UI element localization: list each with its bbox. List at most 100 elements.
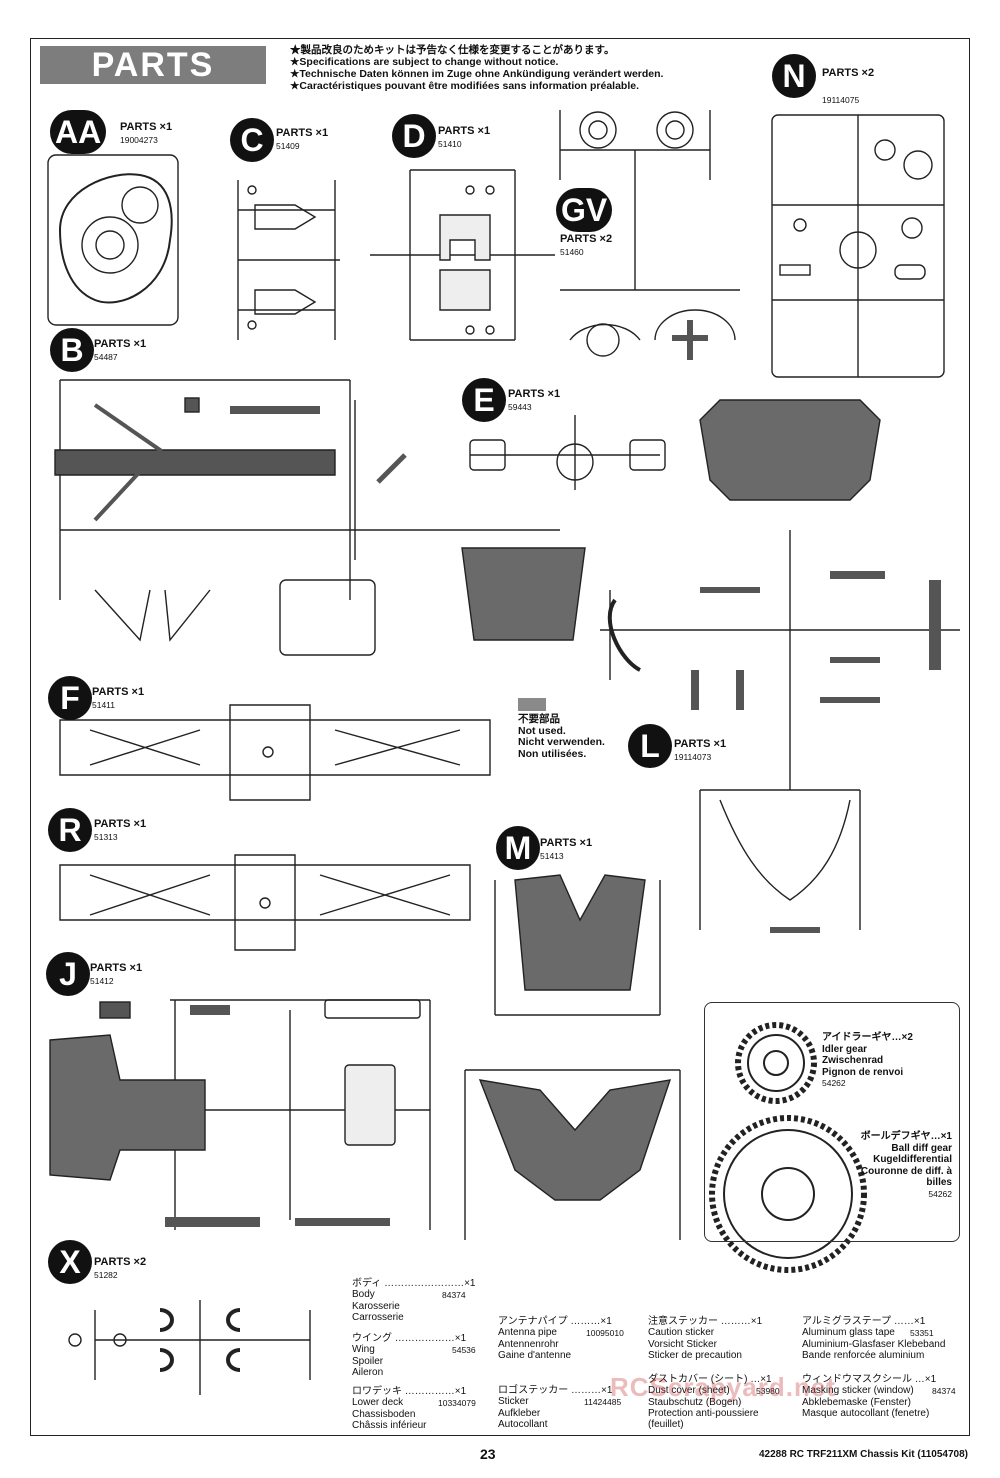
acc-line: Protection anti-poussiere: [648, 1407, 759, 1419]
acc-line: ボディ ……………………×1: [352, 1278, 476, 1289]
gear-cover-part: [47, 154, 179, 326]
sprue-badge-f: F: [48, 676, 92, 720]
acc-line: Karosserie: [352, 1300, 400, 1312]
sprue-qty-m: PARTS ×1: [540, 837, 593, 849]
acc-line: Masque autocollant (fenetre): [802, 1407, 930, 1419]
gear-line: Kugeldifferential: [873, 1154, 952, 1165]
sprue-code-f: 51411: [92, 700, 116, 710]
gear-line: ボールデフギヤ…×1: [860, 1131, 952, 1142]
accessory-masking-sticker: ウィンドウマスクシール …×1 Masking sticker (window)…: [802, 1374, 956, 1419]
acc-line: Chassisboden: [352, 1408, 416, 1420]
page-number: 23: [480, 1446, 496, 1462]
sprue-badge-e: E: [462, 378, 506, 422]
legend-line: Non utilisées.: [518, 747, 587, 760]
notice-line: ★Technische Daten können im Zuge ohne An…: [290, 68, 664, 80]
watermark: RCScrapyard.net: [610, 1372, 836, 1402]
sprue-b: [54, 379, 586, 656]
accessory-lower-deck: ロワデッキ ……………×1 Lower deck Chassisboden Ch…: [352, 1386, 476, 1431]
acc-line: ロワデッキ ……………×1: [352, 1386, 467, 1397]
acc-code: 53351: [910, 1328, 934, 1338]
acc-code: 10334079: [438, 1398, 476, 1408]
gear-code: 54262: [822, 1078, 846, 1088]
notice-line: ★製品改良のためキットは予告なく仕様を変更することがあります。: [290, 44, 615, 56]
sprue-badge-gv: GV: [556, 188, 613, 232]
sprue-code-e: 59443: [508, 402, 532, 412]
accessory-dust-cover: ダストカバー (シート) …×1 Dust cover (sheet) Stau…: [648, 1374, 780, 1431]
not-used-legend: 不要部品 Not used. Nicht verwenden. Non util…: [518, 713, 605, 760]
accessory-caution-sticker: 注意ステッカー ………×1 Caution sticker Vorsicht S…: [648, 1316, 762, 1361]
sprue-code-gv: 51460: [560, 247, 584, 257]
sprue-qty-x: PARTS ×2: [94, 1256, 147, 1268]
acc-code: 84374: [442, 1290, 466, 1300]
sprue-qty-j: PARTS ×1: [90, 962, 143, 974]
gear-line: アイドラーギヤ…×2: [822, 1032, 913, 1043]
sprue-badge-c: C: [230, 118, 274, 162]
sprue-code-c: 51409: [276, 141, 300, 151]
sprue-badge-j: J: [46, 952, 90, 996]
idler-gear-illustration: [735, 1022, 817, 1104]
acc-line: アンテナパイプ ………×1: [498, 1316, 612, 1327]
sprue-x: [68, 1300, 311, 1395]
acc-code: 11424485: [584, 1397, 622, 1407]
gear-code: 54262: [928, 1188, 952, 1199]
acc-line: Sticker de precaution: [648, 1349, 742, 1361]
notice-line: ★Specifications are subject to change wi…: [290, 56, 559, 68]
acc-line: Lower deck: [352, 1397, 404, 1409]
sprue-r: [59, 854, 471, 951]
sprue-code-d: 51410: [438, 139, 462, 149]
acc-line: Staubschutz (Bogen): [648, 1396, 742, 1408]
sprue-qty-gv: PARTS ×2: [560, 233, 613, 245]
sprue-j: [49, 999, 431, 1230]
legend-line: Not used.: [518, 724, 566, 737]
spec-notice: ★製品改良のためキットは予告なく仕様を変更することがあります。 ★Specifi…: [290, 44, 663, 92]
sprue-qty-d: PARTS ×1: [438, 125, 491, 137]
legend-line: Nicht verwenden.: [518, 736, 605, 748]
sprue-f: [59, 704, 491, 801]
sprue-badge-aa: AA: [50, 110, 107, 154]
sprue-m: [464, 874, 681, 1240]
acc-line: Spoiler: [352, 1355, 384, 1367]
gear-line: Couronne de diff. à: [860, 1165, 952, 1177]
sprue-n: [771, 114, 945, 378]
sprue-qty-aa: PARTS ×1: [120, 121, 173, 133]
acc-code: 53980: [756, 1386, 780, 1396]
sprue-badge-m: M: [496, 826, 540, 870]
acc-line: Autocollant: [498, 1418, 548, 1430]
sprue-code-b: 54487: [94, 352, 118, 362]
acc-line: Vorsicht Sticker: [648, 1338, 717, 1350]
ball-diff-gear-label: ボールデフギヤ…×1 Ball diff gear Kugeldifferent…: [861, 1131, 952, 1200]
acc-code: 84374: [932, 1386, 956, 1396]
gear-line: Pignon de renvoi: [822, 1066, 904, 1078]
accessory-sticker: ロゴステッカー ………×1 Sticker Aufkleber Autocoll…: [498, 1385, 621, 1430]
gear-box: [704, 1002, 960, 1242]
acc-line: Aluminium-Glasfaser Klebeband: [802, 1338, 946, 1350]
accessory-body: ボディ ……………………×1 Body Karosserie Carrosser…: [352, 1278, 475, 1323]
acc-line: Aluminum glass tape: [802, 1327, 895, 1339]
acc-line: 注意ステッカー ………×1: [648, 1316, 763, 1327]
sprue-badge-x: X: [48, 1240, 92, 1284]
acc-line: Wing: [352, 1344, 375, 1356]
parts-banner: PARTS: [40, 46, 266, 84]
acc-line: Caution sticker: [648, 1327, 715, 1339]
acc-line: アルミグラステープ ……×1: [802, 1316, 926, 1327]
sprue-code-j: 51412: [90, 976, 114, 986]
sprue-code-l: 19114073: [674, 752, 712, 762]
accessory-wing: ウイング ………………×1 Wing Spoiler Aileron 54536: [352, 1333, 476, 1378]
gear-line: billes: [926, 1177, 952, 1188]
acc-line: ウイング ………………×1: [352, 1333, 467, 1344]
sprue-code-aa: 19004273: [120, 135, 158, 145]
acc-line: Antennenrohr: [498, 1338, 559, 1350]
ball-diff-gear-illustration: [709, 1115, 867, 1273]
shock-tower-part: [699, 399, 881, 501]
sprue-badge-d: D: [392, 114, 436, 158]
page-frame: [30, 38, 970, 1436]
sprue-e: [469, 415, 666, 490]
sprue-code-x: 51282: [94, 1270, 118, 1280]
acc-line: Body: [352, 1289, 375, 1301]
sprue-qty-n: PARTS ×2: [822, 67, 875, 79]
legend-line: 不要部品: [518, 713, 560, 725]
sprue-code-r: 51313: [94, 832, 118, 842]
acc-line: (feuillet): [648, 1419, 684, 1431]
sprue-qty-l: PARTS ×1: [674, 738, 727, 750]
